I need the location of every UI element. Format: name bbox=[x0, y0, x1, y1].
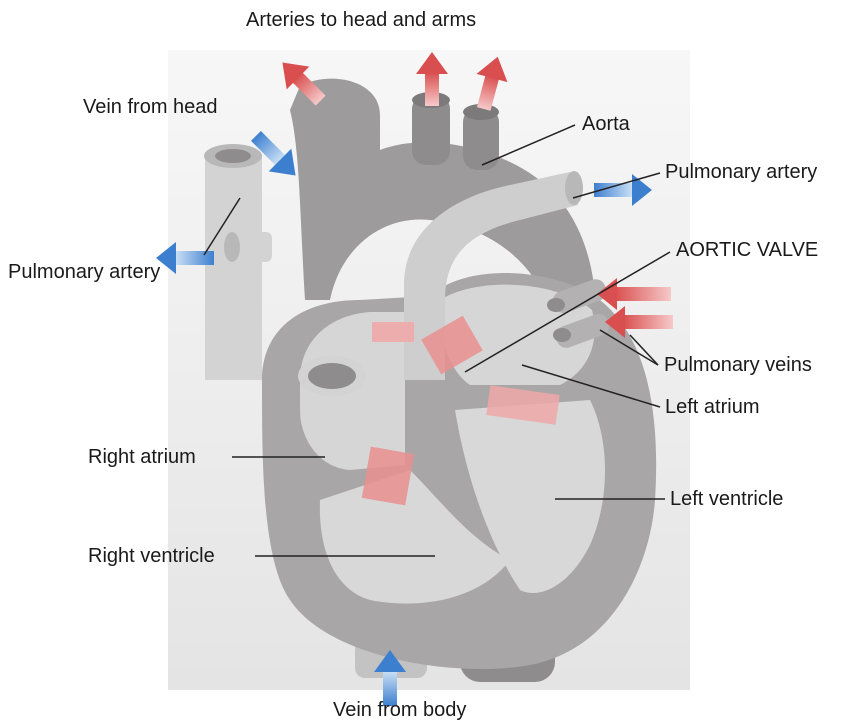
vein-from-head-vessel bbox=[205, 156, 262, 380]
label-right-ventricle: Right ventricle bbox=[88, 546, 215, 566]
label-pulmonary-artery-right: Pulmonary artery bbox=[665, 162, 817, 182]
tricuspid-valve bbox=[362, 447, 414, 506]
label-left-atrium: Left atrium bbox=[665, 397, 759, 417]
label-aortic-valve: AORTIC VALVE bbox=[676, 240, 818, 260]
label-right-atrium: Right atrium bbox=[88, 447, 196, 467]
label-vein-from-body: Vein from body bbox=[333, 700, 466, 720]
right-atrium-opening bbox=[308, 363, 356, 389]
left-pulmonary-opening bbox=[224, 232, 240, 262]
vein-from-head-lumen bbox=[215, 149, 251, 163]
label-left-ventricle: Left ventricle bbox=[670, 489, 783, 509]
label-vein-from-head: Vein from head bbox=[83, 97, 218, 117]
pulmonary-valve bbox=[372, 322, 414, 342]
pulmonary-vein-upper-opening bbox=[547, 298, 565, 312]
label-pulmonary-veins: Pulmonary veins bbox=[664, 355, 812, 375]
label-pulmonary-artery-left: Pulmonary artery bbox=[8, 262, 160, 282]
pulmonary-vein-lower-opening bbox=[553, 328, 571, 342]
label-arteries-head-arms: Arteries to head and arms bbox=[246, 10, 476, 30]
pulmonary-trunk-opening bbox=[565, 171, 583, 205]
label-aorta: Aorta bbox=[582, 114, 630, 134]
